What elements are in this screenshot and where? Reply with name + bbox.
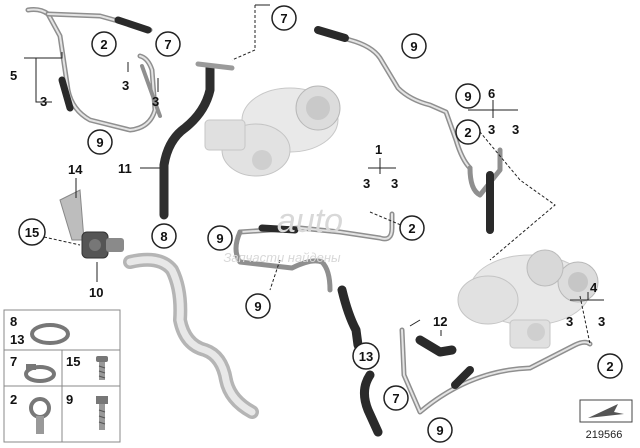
legend-label-15: 15 [66, 354, 80, 369]
callout-c7-top-left: 7 [155, 31, 181, 57]
callout-c9-lower-center: 9 [245, 293, 271, 319]
callout-c2-top-left: 2 [91, 31, 117, 57]
leader-lines [43, 4, 591, 345]
label-3: 3 [391, 176, 398, 191]
callout-label: 2 [464, 125, 471, 140]
pipe-middle-inner [239, 213, 393, 240]
callout-label: 13 [359, 349, 373, 364]
callout-label: 9 [96, 135, 103, 150]
hose-black-top-right [314, 26, 349, 42]
label-3: 3 [122, 78, 129, 93]
callout-c2-right: 2 [455, 119, 481, 145]
label-3: 3 [152, 94, 159, 109]
callout-c7-top-center: 7 [271, 5, 297, 31]
diagram-id-text: 219566 [586, 429, 623, 441]
pipe-lower [360, 370, 383, 437]
watermark-logo-text: auto [277, 202, 343, 240]
arrow-icon [588, 404, 624, 418]
callout-label: 7 [392, 391, 399, 406]
hose-12 [415, 335, 457, 357]
callout-c9-bottom: 9 [427, 417, 453, 443]
pipe-11-top [195, 61, 235, 71]
legend-label-13: 13 [10, 332, 24, 347]
callout-c9-right: 9 [455, 83, 481, 109]
fitting-7-left [140, 64, 162, 118]
watermark: auto Запчасти найдены [223, 202, 343, 265]
label-6: 6 [488, 86, 495, 101]
legend-label-2: 2 [10, 392, 17, 407]
turbocharger-lower [457, 249, 599, 349]
pipe-11 [159, 63, 215, 220]
pipe-top-left-loop-inner [27, 8, 156, 131]
legend-label-8: 8 [10, 314, 17, 329]
label-11: 11 [118, 161, 132, 176]
callout-label: 9 [436, 423, 443, 438]
callout-label: 9 [254, 299, 261, 314]
callout-label: 15 [25, 225, 39, 240]
label-12: 12 [433, 314, 447, 329]
label-leaders [24, 52, 604, 336]
callout-label: 2 [100, 37, 107, 52]
turbocharger-upper [204, 85, 341, 177]
pipe-right-loop [467, 147, 503, 198]
hose-grey-long [123, 252, 259, 419]
callout-label: 9 [464, 89, 471, 104]
callout-c9-center: 9 [207, 225, 233, 251]
callout-label: 9 [216, 231, 223, 246]
callout-label: 7 [164, 37, 171, 52]
callout-c9-mid-left: 9 [87, 129, 113, 155]
label-10: 10 [89, 285, 103, 300]
callout-c7-lower: 7 [383, 385, 409, 411]
pipe-middle-loop [233, 229, 333, 293]
callout-label: 2 [408, 221, 415, 236]
callout-label: 7 [280, 11, 287, 26]
callout-label: 8 [160, 229, 167, 244]
label-3: 3 [488, 122, 495, 137]
screw-icon [96, 356, 108, 380]
hose-black-lower-right [451, 366, 474, 389]
label-3: 3 [40, 94, 47, 109]
hose-black-lower-center [337, 285, 363, 350]
label-3: 3 [512, 122, 519, 137]
pipe-lower-right-inner [401, 329, 591, 413]
callout-c15-left: 15 [18, 218, 46, 246]
label-5: 5 [10, 68, 17, 83]
pipes [25, 7, 593, 437]
callout-c13-lower: 13 [352, 342, 380, 370]
hose-clamp-icon [30, 323, 70, 345]
legend-label-9: 9 [66, 392, 73, 407]
watermark-subtitle: Запчасти найдены [223, 250, 341, 265]
callout-c8-center: 8 [151, 223, 177, 249]
legend-label-7: 7 [10, 354, 17, 369]
spring-clamp-icon [24, 364, 56, 383]
hose-black-2 [58, 76, 74, 112]
callout-label: 2 [606, 359, 613, 374]
hex-bolt-icon [96, 396, 108, 430]
parts-legend: 8 13 7 15 2 9 [3, 309, 121, 443]
diagram-id-box: 219566 [579, 399, 633, 441]
callout-c2-lower-right: 2 [597, 353, 623, 379]
banjo-bolt-icon [29, 397, 51, 434]
label-3: 3 [566, 314, 573, 329]
label-3: 3 [363, 176, 370, 191]
hose-black-middle [258, 224, 299, 234]
label-4: 4 [590, 280, 598, 295]
label-3: 3 [598, 314, 605, 329]
label-14: 14 [68, 162, 83, 177]
label-1: 1 [375, 142, 382, 157]
pipe-top-right [315, 27, 473, 171]
callout-c9-top-right: 9 [401, 33, 427, 59]
hose-grey-long-inner [126, 256, 256, 416]
callout-label: 9 [410, 39, 417, 54]
valve-10 [59, 189, 124, 259]
callout-c2-center: 2 [399, 215, 425, 241]
hose-black-1 [114, 16, 152, 34]
number-labels: 5 3 3 3 11 14 10 6 3 3 1 3 3 12 4 3 3 [10, 68, 605, 329]
pipe-top-right-inner [317, 29, 471, 169]
